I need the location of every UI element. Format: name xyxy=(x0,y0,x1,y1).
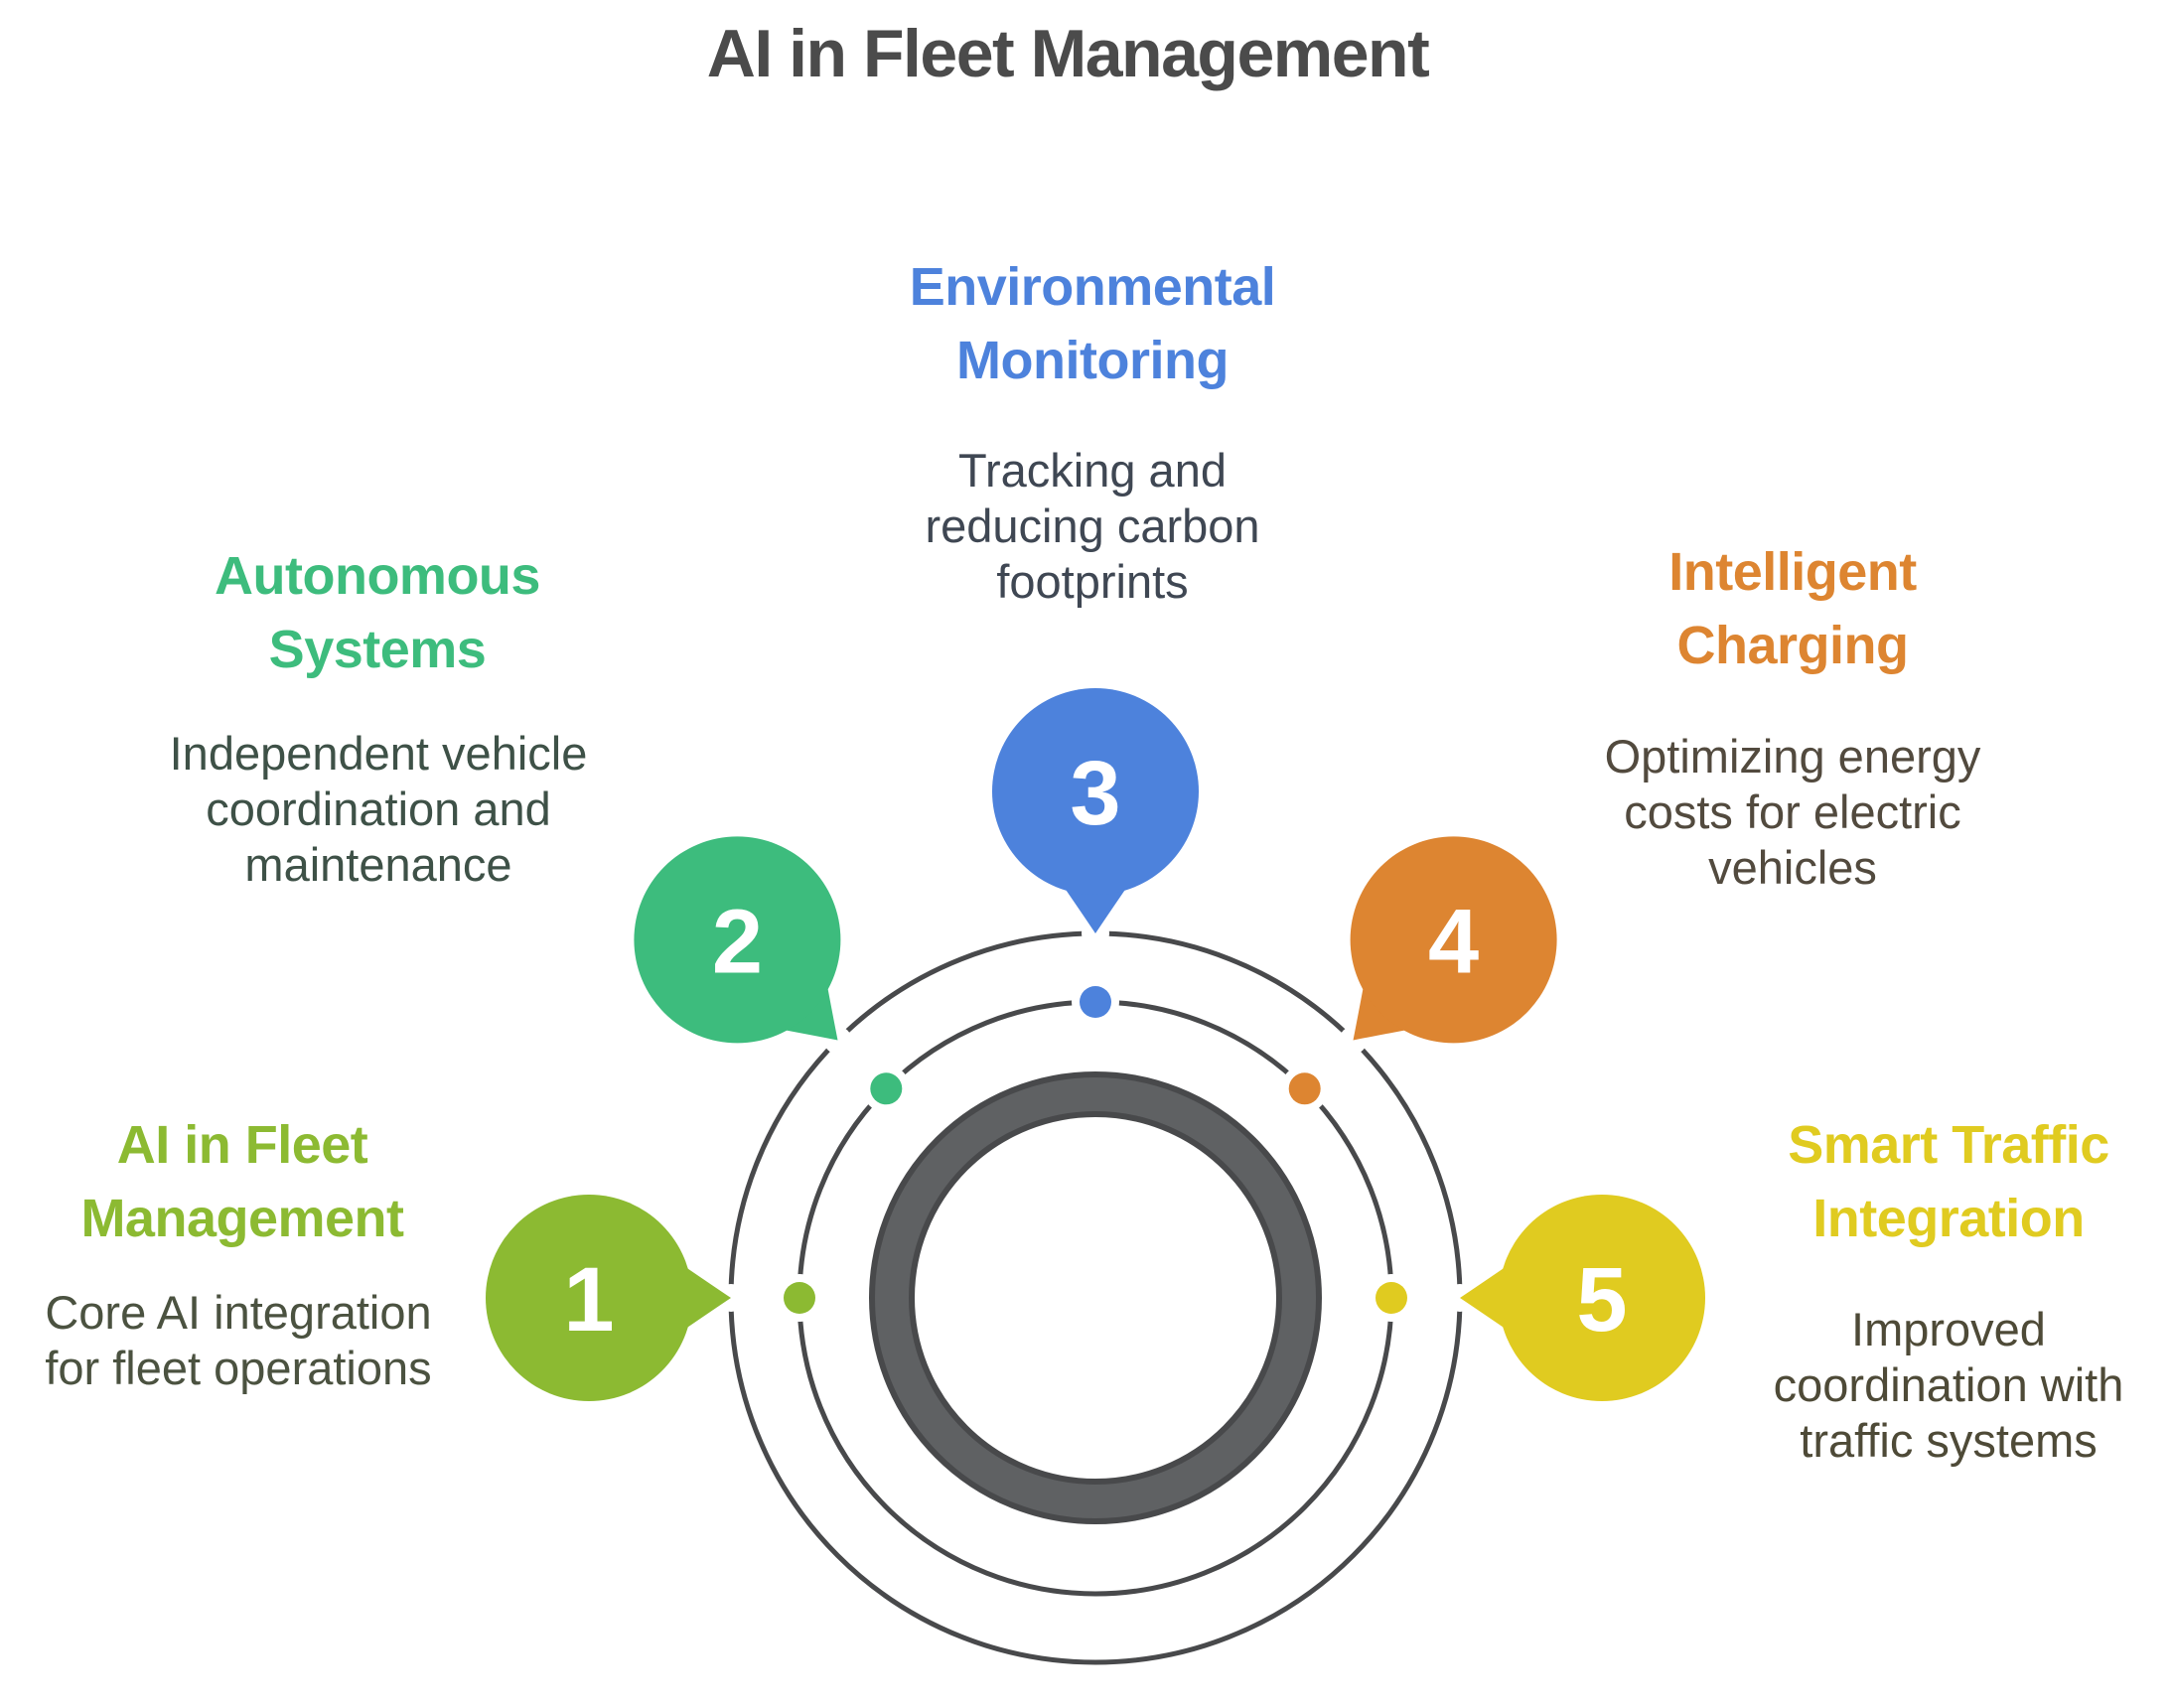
text-line: Independent vehicle xyxy=(169,727,588,780)
bubble-1-number: 1 xyxy=(563,1249,614,1351)
bubble-5-tail xyxy=(1460,1262,1513,1334)
item-5-description: Improved coordination with traffic syste… xyxy=(1621,1302,2172,1469)
item-1-title: AI in Fleet Management xyxy=(0,1108,570,1255)
bubble-1-tail xyxy=(678,1262,731,1334)
item-3-description: Tracking and reducing carbon footprints xyxy=(765,443,1420,610)
bubble-2-number: 2 xyxy=(712,891,763,992)
item-5-title: Smart Traffic Integration xyxy=(1621,1108,2172,1255)
text-line: Improved xyxy=(1851,1303,2046,1355)
item-2-description: Independent vehicle coordination and mai… xyxy=(51,726,706,893)
text-line: Smart Traffic xyxy=(1788,1115,2109,1175)
outer-orbit-gaps xyxy=(717,920,1474,1312)
orbit-marker-dots xyxy=(784,986,1407,1314)
center-ring-body xyxy=(875,1077,1316,1518)
text-line: Tracking and xyxy=(958,444,1227,497)
bubble-4-circle xyxy=(1350,836,1557,1044)
marker-dot-4 xyxy=(1288,1072,1321,1105)
marker-dot-1 xyxy=(784,1282,815,1314)
orbit-gap xyxy=(1339,1026,1368,1055)
text-line: Integration xyxy=(1812,1189,2085,1248)
bubble-2-circle xyxy=(634,836,841,1044)
bubble-4-number: 4 xyxy=(1428,891,1479,992)
text-line: coordination and xyxy=(206,783,551,835)
text-line: Intelligent xyxy=(1668,542,1917,602)
text-line: reducing carbon xyxy=(925,499,1260,552)
text-line: maintenance xyxy=(244,838,512,891)
text-line: Systems xyxy=(268,620,487,679)
item-4-description: Optimizing energy costs for electric veh… xyxy=(1465,729,2120,896)
bubble-1: 1 xyxy=(486,1195,731,1401)
text-line: footprints xyxy=(996,555,1189,608)
marker-dot-2 xyxy=(870,1072,903,1105)
bubble-3-tail xyxy=(1060,881,1131,933)
bubble-5-circle xyxy=(1499,1195,1705,1401)
bubble-2: 2 xyxy=(634,836,841,1044)
text-line: Autonomous xyxy=(215,546,540,606)
item-2-title: Autonomous Systems xyxy=(50,539,705,686)
page-title: AI in Fleet Management xyxy=(706,16,1430,91)
bubble-3-number: 3 xyxy=(1070,743,1120,844)
item-3-title: Environmental Monitoring xyxy=(765,250,1420,397)
marker-dot-5 xyxy=(1376,1282,1407,1314)
bubble-3-circle xyxy=(992,688,1199,895)
text-line: for fleet operations xyxy=(45,1342,432,1394)
bubble-3: 3 xyxy=(992,688,1199,933)
item-4-title: Intelligent Charging xyxy=(1465,535,2120,682)
text-line: costs for electric xyxy=(1624,785,1961,838)
bubble-1-circle xyxy=(486,1195,692,1401)
text-line: vehicles xyxy=(1708,841,1877,894)
text-line: Environmental xyxy=(909,257,1276,317)
text-line: AI in Fleet xyxy=(116,1115,368,1175)
text-line: Monitoring xyxy=(956,331,1229,390)
bubble-5-number: 5 xyxy=(1576,1249,1627,1351)
marker-dot-3 xyxy=(1080,986,1111,1018)
bubble-4: 4 xyxy=(1350,836,1557,1044)
text-line: coordination with xyxy=(1773,1358,2124,1411)
item-1-description: Core AI integration for fleet operations xyxy=(0,1285,566,1396)
text-line: traffic systems xyxy=(1800,1414,2098,1467)
text-line: Core AI integration xyxy=(45,1286,432,1339)
text-line: Management xyxy=(80,1189,404,1248)
bubble-5: 5 xyxy=(1460,1195,1705,1401)
text-line: Charging xyxy=(1676,616,1910,675)
text-line: Optimizing energy xyxy=(1604,730,1981,783)
